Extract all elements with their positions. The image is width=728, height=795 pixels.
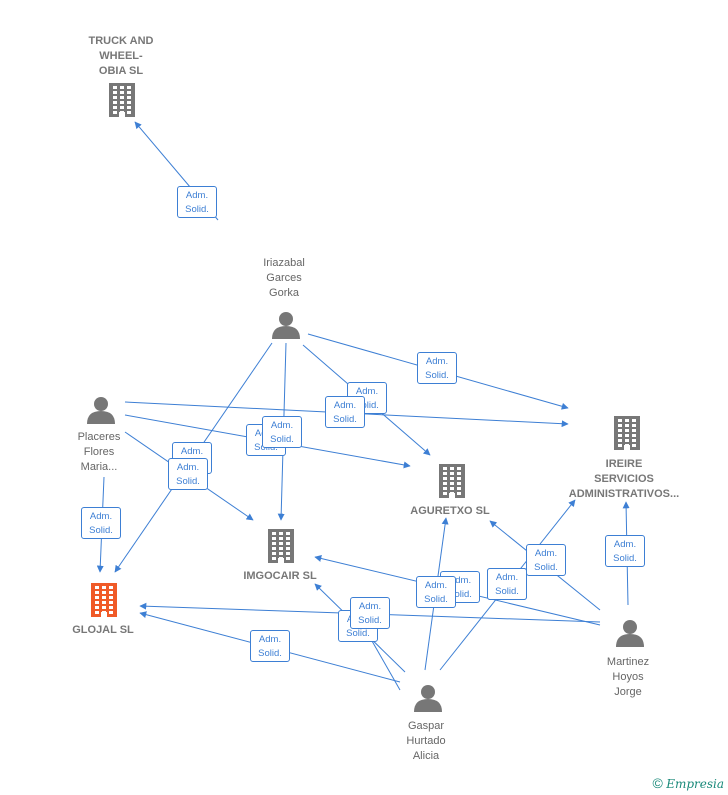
- node-label-line: Flores: [83, 446, 115, 458]
- edge-role-text: Solid.: [185, 204, 209, 215]
- edge-role-text: Adm.: [176, 462, 200, 473]
- edge-role-text: Solid.: [358, 615, 382, 626]
- node-label-line: Jorge: [614, 686, 642, 698]
- person-icon: [616, 620, 644, 647]
- edge-role-text: Adm.: [358, 601, 382, 612]
- edge-role-text: Adm.: [495, 572, 519, 583]
- edge-role-label[interactable]: Adm. Solid.: [417, 352, 457, 384]
- edge-role-text: Adm.: [613, 539, 637, 550]
- edge-role-text: Solid.: [89, 525, 113, 536]
- person-icon: [87, 397, 115, 424]
- node-label-line: SERVICIOS: [594, 473, 654, 485]
- edge-role-label[interactable]: Adm. Solid.: [487, 568, 527, 600]
- edge-role-label[interactable]: Adm. Solid.: [526, 544, 566, 576]
- node-label-line: Gaspar: [407, 720, 445, 732]
- edge-role-text: Adm.: [185, 190, 209, 201]
- edge-role-text: Solid.: [355, 400, 379, 411]
- node-label-line: AGURETXO SL: [410, 505, 490, 517]
- edge-role-text: Adm.: [270, 420, 294, 431]
- edge-role-text: Solid.: [534, 562, 558, 573]
- edge-role-text: Solid.: [495, 586, 519, 597]
- node-label-imgocair[interactable]: IMGOCAIR SL: [210, 569, 350, 584]
- building-icon: [614, 416, 640, 450]
- brand-logo: Empresia: [666, 777, 724, 791]
- building-icon: [109, 83, 135, 117]
- person-icon: [414, 685, 442, 712]
- edge-role-label[interactable]: Adm. Solid.: [168, 458, 208, 490]
- edge-role-label[interactable]: Adm. Solid.: [605, 535, 645, 567]
- edge-role-label[interactable]: Adm. Solid.: [262, 416, 302, 448]
- edge-role-label[interactable]: Adm. Solid.: [250, 630, 290, 662]
- edge-role-text: Solid.: [176, 476, 200, 487]
- node-label-aguretxo[interactable]: AGURETXO SL: [380, 504, 520, 519]
- footer-brand: © Empresia: [653, 775, 724, 791]
- node-label-ireire[interactable]: IREIRE SERVICIOS ADMINISTRATIVOS...: [554, 457, 694, 502]
- node-label-line: IMGOCAIR SL: [243, 570, 317, 582]
- edge-role-label[interactable]: Adm. Solid.: [81, 507, 121, 539]
- edge-role-text: Solid.: [346, 628, 370, 639]
- edge-role-text: Solid.: [613, 553, 637, 564]
- copyright-icon: ©: [652, 775, 663, 791]
- node-label-line: Hurtado: [406, 735, 446, 747]
- node-label-line: TRUCK AND: [88, 35, 154, 47]
- node-label-truck[interactable]: TRUCK AND WHEEL- OBIA SL: [51, 34, 191, 79]
- node-label-line: Hoyos: [612, 671, 644, 683]
- node-label-line: Alicia: [412, 750, 440, 762]
- edge-role-text: Adm.: [424, 580, 448, 591]
- edge-role-text: Adm.: [89, 511, 113, 522]
- edge-role-text: Adm.: [355, 386, 379, 397]
- node-label-line: Iriazabal: [263, 257, 305, 269]
- edge-role-text: Solid.: [333, 414, 357, 425]
- edge-role-text: Solid.: [425, 370, 449, 381]
- edge-role-text: Solid.: [270, 434, 294, 445]
- building-icon: [439, 464, 465, 498]
- building-icon: [91, 583, 117, 617]
- edge-role-text: Adm.: [258, 634, 282, 645]
- building-icon: [268, 529, 294, 563]
- node-label-line: Garces: [266, 272, 302, 284]
- edge-role-text: Solid.: [448, 589, 472, 600]
- edge-role-label[interactable]: Adm. Solid.: [350, 597, 390, 629]
- node-label-line: OBIA SL: [98, 65, 144, 77]
- node-label-line: Maria...: [80, 461, 118, 473]
- node-label-line: Gorka: [269, 287, 299, 299]
- edge-role-text: Adm.: [534, 548, 558, 559]
- edge-role-text: Solid.: [424, 594, 448, 605]
- edge-role-text: Adm.: [425, 356, 449, 367]
- node-label-line: GLOJAL SL: [72, 624, 134, 636]
- node-label-line: Placeres: [77, 431, 121, 443]
- edge-role-label[interactable]: Adm. Solid.: [416, 576, 456, 608]
- node-label-line: ADMINISTRATIVOS...: [568, 488, 680, 500]
- edge-role-label[interactable]: Adm. Solid.: [177, 186, 217, 218]
- edge-role-text: Adm.: [180, 446, 204, 457]
- person-icon: [272, 312, 300, 339]
- edge-role-label[interactable]: Adm. Solid.: [325, 396, 365, 428]
- node-label-line: WHEEL-: [99, 50, 143, 62]
- node-label-line: IREIRE: [605, 458, 643, 470]
- edge-role-text: Solid.: [258, 648, 282, 659]
- node-label-line: Martinez: [606, 656, 650, 668]
- edge-role-text: Adm.: [448, 575, 472, 586]
- node-label-glojal[interactable]: GLOJAL SL: [33, 623, 173, 638]
- edge-role-text: Adm.: [333, 400, 357, 411]
